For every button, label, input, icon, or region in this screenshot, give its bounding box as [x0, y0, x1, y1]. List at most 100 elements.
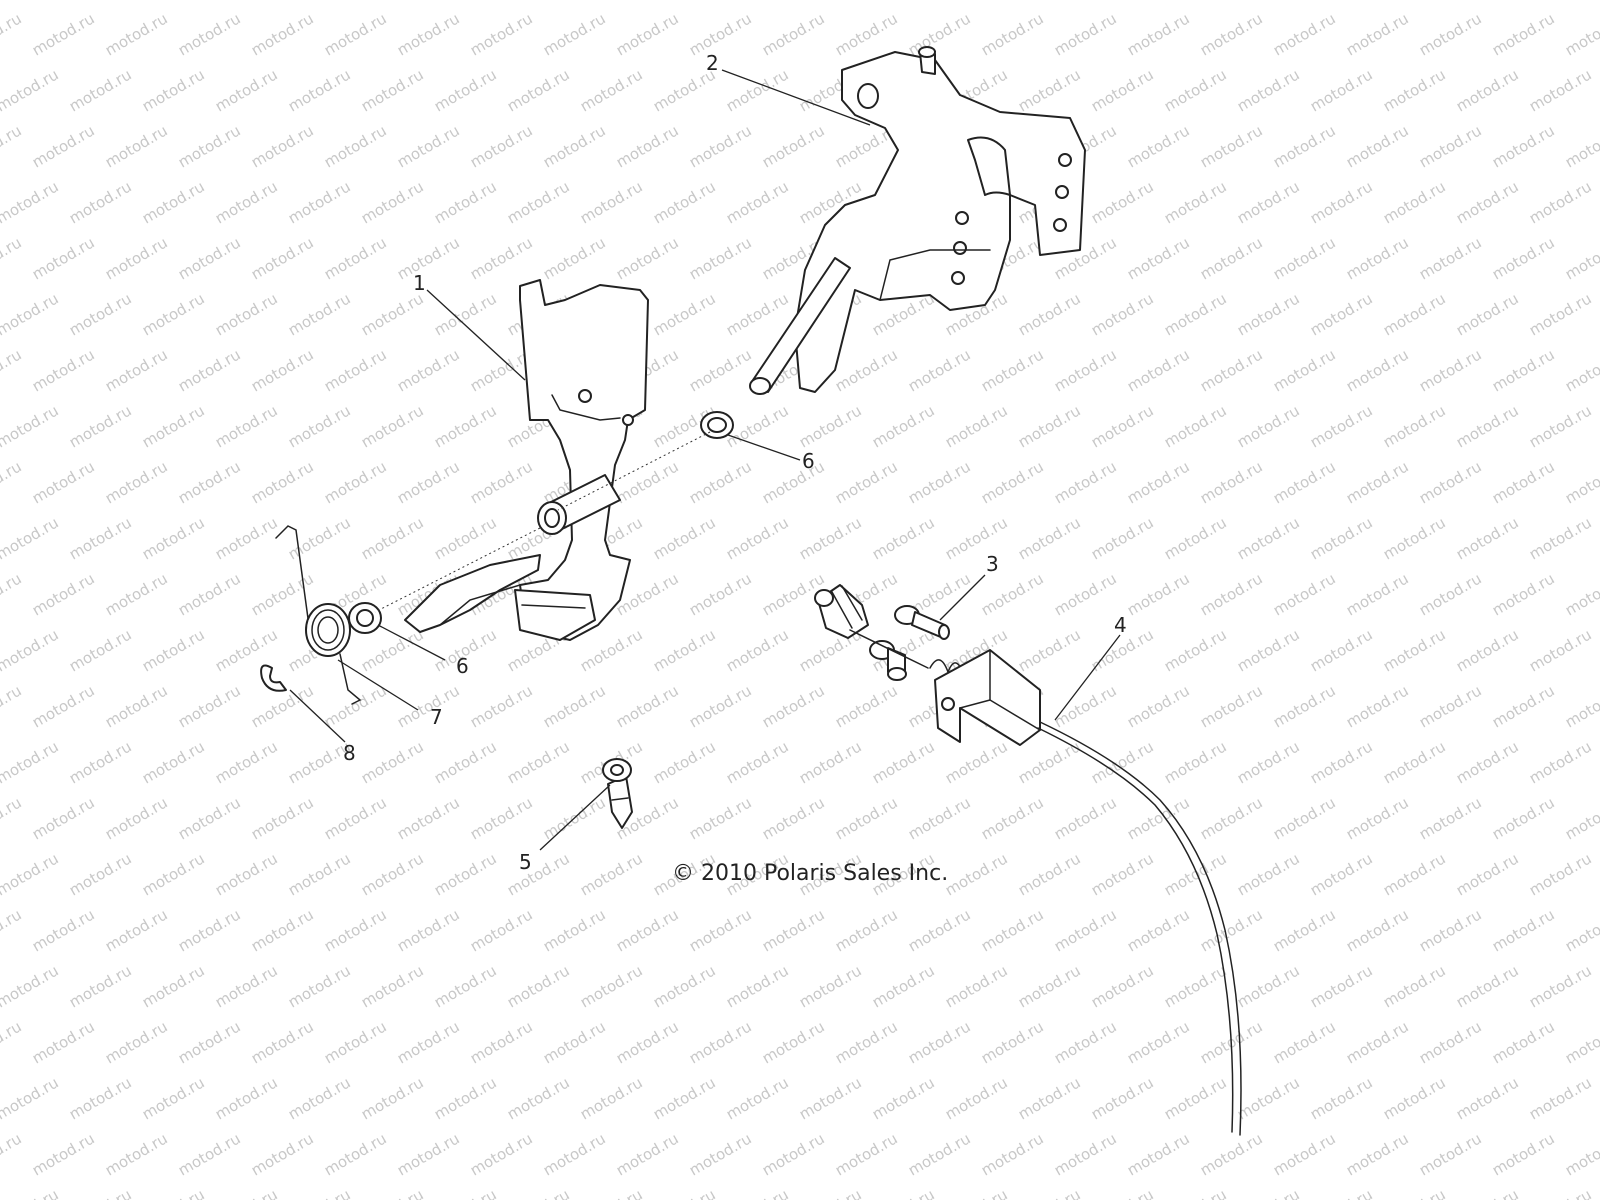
watermark-text: motod.ru [1270, 905, 1339, 955]
watermark-text: motod.ru [1343, 1129, 1412, 1179]
watermark-text: motod.ru [1051, 1017, 1120, 1067]
watermark-text: motod.ru [431, 401, 500, 451]
watermark-text: motod.ru [1343, 121, 1412, 171]
watermark-text: motod.ru [175, 9, 244, 59]
watermark-text: motod.ru [1526, 1073, 1595, 1123]
watermark-text: motod.ru [1124, 121, 1193, 171]
watermark-text: motod.ru [540, 1017, 609, 1067]
watermark-text: motod.ru [650, 177, 719, 227]
watermark-text: motod.ru [1124, 681, 1193, 731]
watermark-text: motod.ru [1562, 345, 1600, 395]
watermark-text: motod.ru [1124, 345, 1193, 395]
watermark-text: motod.ru [431, 289, 500, 339]
watermark-text: motod.ru [175, 345, 244, 395]
watermark-text: motod.ru [66, 737, 135, 787]
watermark-text: motod.ru [686, 457, 755, 507]
watermark-text: motod.ru [1453, 0, 1522, 3]
watermark-text: motod.ru [66, 289, 135, 339]
watermark-text: motod.ru [1051, 1129, 1120, 1179]
watermark-text: motod.ru [358, 1073, 427, 1123]
watermark-text: motod.ru [1380, 65, 1449, 115]
watermark-text: motod.ru [540, 905, 609, 955]
watermark-text: motod.ru [577, 849, 646, 899]
watermark-text: motod.ru [212, 65, 281, 115]
watermark-text: motod.ru [905, 9, 974, 59]
watermark-text: motod.ru [358, 849, 427, 899]
watermark-text: motod.ru [869, 0, 938, 3]
watermark-text: motod.ru [0, 0, 62, 3]
callout-8: 8 [343, 741, 356, 765]
watermark-text: motod.ru [978, 1129, 1047, 1179]
watermark-text: motod.ru [1307, 961, 1376, 1011]
watermark-text: motod.ru [1051, 457, 1120, 507]
watermark-text: motod.ru [686, 9, 755, 59]
watermark-text: motod.ru [285, 961, 354, 1011]
watermark-text: motod.ru [686, 905, 755, 955]
watermark-text: motod.ru [796, 0, 865, 3]
watermark-text: motod.ru [431, 0, 500, 3]
watermark-text: motod.ru [1453, 1185, 1522, 1200]
watermark-text: motod.ru [139, 737, 208, 787]
leader-line-6a [727, 434, 801, 461]
watermark-text: motod.ru [1453, 401, 1522, 451]
watermark-text: motod.ru [394, 457, 463, 507]
watermark-text: motod.ru [139, 401, 208, 451]
watermark-text: motod.ru [66, 1073, 135, 1123]
watermark-text: motod.ru [1270, 121, 1339, 171]
watermark-text: motod.ru [285, 849, 354, 899]
watermark-text: motod.ru [723, 1185, 792, 1200]
watermark-text: motod.ru [1124, 233, 1193, 283]
watermark-text: motod.ru [0, 737, 62, 787]
watermark-text: motod.ru [1453, 737, 1522, 787]
watermark-text: motod.ru [1015, 401, 1084, 451]
watermark-text: motod.ru [978, 793, 1047, 843]
watermark-text: motod.ru [723, 513, 792, 563]
watermark-text: motod.ru [285, 513, 354, 563]
watermark-text: motod.ru [0, 625, 62, 675]
watermark-text: motod.ru [1562, 1017, 1600, 1067]
watermark-text: motod.ru [1161, 737, 1230, 787]
watermark-text: motod.ru [1562, 793, 1600, 843]
watermark-text: motod.ru [1015, 625, 1084, 675]
watermark-text: motod.ru [759, 905, 828, 955]
watermark-text: motod.ru [978, 905, 1047, 955]
watermark-text: motod.ru [1307, 849, 1376, 899]
watermark-text: motod.ru [467, 1017, 536, 1067]
watermark-text: motod.ru [1526, 289, 1595, 339]
watermark-text: motod.ru [832, 905, 901, 955]
watermark-text: motod.ru [723, 1073, 792, 1123]
watermark-text: motod.ru [1015, 289, 1084, 339]
watermark-text: motod.ru [1234, 961, 1303, 1011]
watermark-text: motod.ru [1526, 177, 1595, 227]
watermark-text: motod.ru [1416, 457, 1485, 507]
watermark-text: motod.ru [1161, 65, 1230, 115]
watermark-text: motod.ru [212, 1073, 281, 1123]
watermark-text: motod.ru [1088, 65, 1157, 115]
watermark-text: motod.ru [1270, 569, 1339, 619]
watermark-text: motod.ru [1416, 233, 1485, 283]
watermark-text: motod.ru [723, 0, 792, 3]
watermark-text: motod.ru [613, 1017, 682, 1067]
watermark-text: motod.ru [1234, 289, 1303, 339]
leader-line-7 [337, 659, 419, 711]
watermark-text: motod.ru [0, 569, 25, 619]
watermark-text: motod.ru [212, 289, 281, 339]
watermark-text: motod.ru [321, 233, 390, 283]
watermark-text: motod.ru [1161, 1185, 1230, 1200]
callout-7: 7 [430, 705, 443, 729]
watermark-text: motod.ru [723, 289, 792, 339]
watermark-text: motod.ru [1307, 289, 1376, 339]
watermark-text: motod.ru [431, 961, 500, 1011]
watermark-text: motod.ru [796, 961, 865, 1011]
watermark-text: motod.ru [1416, 1017, 1485, 1067]
watermark-text: motod.ru [832, 793, 901, 843]
watermark-text: motod.ru [1307, 1185, 1376, 1200]
watermark-text: motod.ru [212, 513, 281, 563]
watermark-text: motod.ru [212, 0, 281, 3]
watermark-text: motod.ru [139, 961, 208, 1011]
watermark-text: motod.ru [1489, 233, 1558, 283]
watermark-text: motod.ru [1197, 1129, 1266, 1179]
watermark-text: motod.ru [0, 1073, 62, 1123]
watermark-text: motod.ru [394, 681, 463, 731]
